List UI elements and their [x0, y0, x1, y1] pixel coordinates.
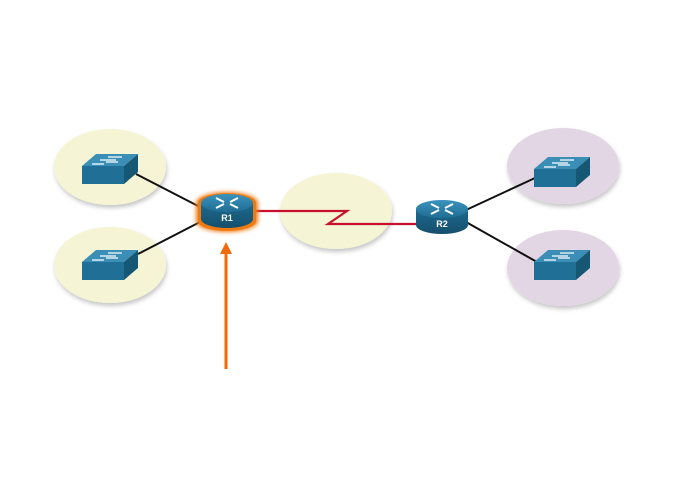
link-sw-left-top-r1	[135, 173, 201, 208]
switch-icon[interactable]	[534, 157, 590, 187]
switch-icon[interactable]	[82, 154, 138, 184]
link-sw-left-bottom-r1	[137, 221, 201, 255]
link-r2-sw-right-top	[465, 177, 536, 211]
router-icon	[430, 203, 454, 215]
router-icon	[215, 197, 239, 209]
switch-icon[interactable]	[82, 250, 138, 280]
switch-icon[interactable]	[534, 250, 590, 280]
router-label: R1	[221, 213, 233, 223]
link-r2-sw-right-bottom	[465, 221, 538, 263]
router-label: R2	[436, 219, 448, 229]
router-r1[interactable]: R1	[196, 192, 258, 232]
arrow-up-icon	[220, 242, 232, 369]
serial-link-r1-r2	[256, 209, 418, 226]
router-r2[interactable]: R2	[416, 200, 468, 234]
